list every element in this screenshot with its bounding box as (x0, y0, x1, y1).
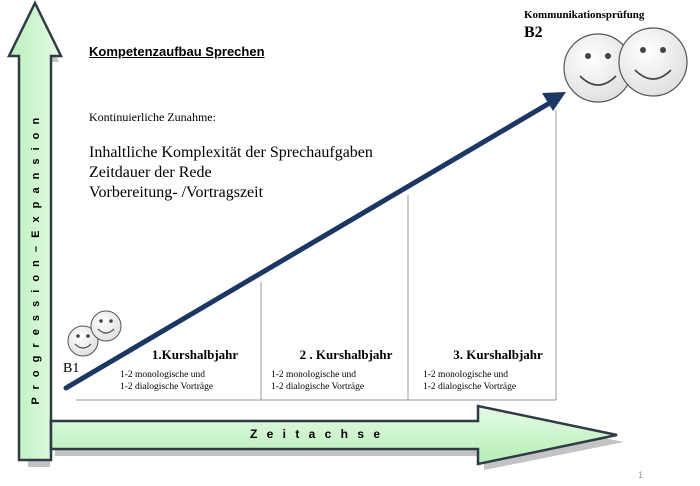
growth-item: Zeitdauer der Rede (89, 164, 212, 181)
smiley-icon (618, 27, 688, 97)
semester-label: 2 . Kurshalbjahr (299, 347, 393, 362)
end-level: B2 (524, 24, 543, 41)
semester-label: 1.Kurshalbjahr (151, 347, 239, 362)
semester-1: 1.Kurshalbjahr 1-2 monologische und 1-2 … (120, 347, 270, 393)
semester-detail: 1-2 dialogische Vorträge (423, 382, 517, 392)
growth-subtitle: Kontinuierliche Zunahme: (89, 110, 216, 124)
semester-2: 2 . Kurshalbjahr 1-2 monologische und 1-… (271, 347, 421, 393)
page-number: 1 (638, 470, 644, 480)
semester-detail: 1-2 dialogische Vorträge (271, 382, 365, 392)
growth-item: Inhaltliche Komplexität der Sprechaufgab… (89, 144, 373, 161)
semester-detail: 1-2 monologische und (271, 370, 356, 380)
x-axis-arrow (49, 404, 618, 466)
progress-arrow-shaft (63, 101, 551, 391)
exam-label: Kommunikationsprüfung (524, 9, 645, 21)
semester-details: 1-2 monologische und 1-2 dialogische Vor… (120, 369, 270, 393)
semester-detail: 1-2 dialogische Vorträge (120, 382, 214, 392)
semester-details: 1-2 monologische und 1-2 dialogische Vor… (423, 369, 573, 393)
growth-item: Vorbereitung- /Vortragszeit (89, 184, 264, 201)
semester-details: 1-2 monologische und 1-2 dialogische Vor… (271, 369, 421, 393)
growth-list: Inhaltliche Komplexität der Sprechaufgab… (89, 143, 373, 203)
diagram-title: Kompetenzaufbau Sprechen (89, 44, 265, 59)
progress-arrow-head (542, 92, 566, 111)
x-axis-label: Z e i t a c h s e (250, 427, 384, 441)
semester-label: 3. Kurshalbjahr (453, 347, 543, 362)
y-axis-label: P r o g r e s s i o n – E x p a n s i o … (30, 115, 42, 405)
semester-detail: 1-2 monologische und (423, 370, 508, 380)
semester-detail: 1-2 monologische und (120, 370, 205, 380)
start-level: B1 (63, 361, 80, 376)
semester-3: 3. Kurshalbjahr 1-2 monologische und 1-2… (423, 347, 573, 393)
smiley-icon (90, 310, 122, 342)
smiley-icon (67, 325, 99, 357)
y-axis-arrow (6, 0, 64, 462)
